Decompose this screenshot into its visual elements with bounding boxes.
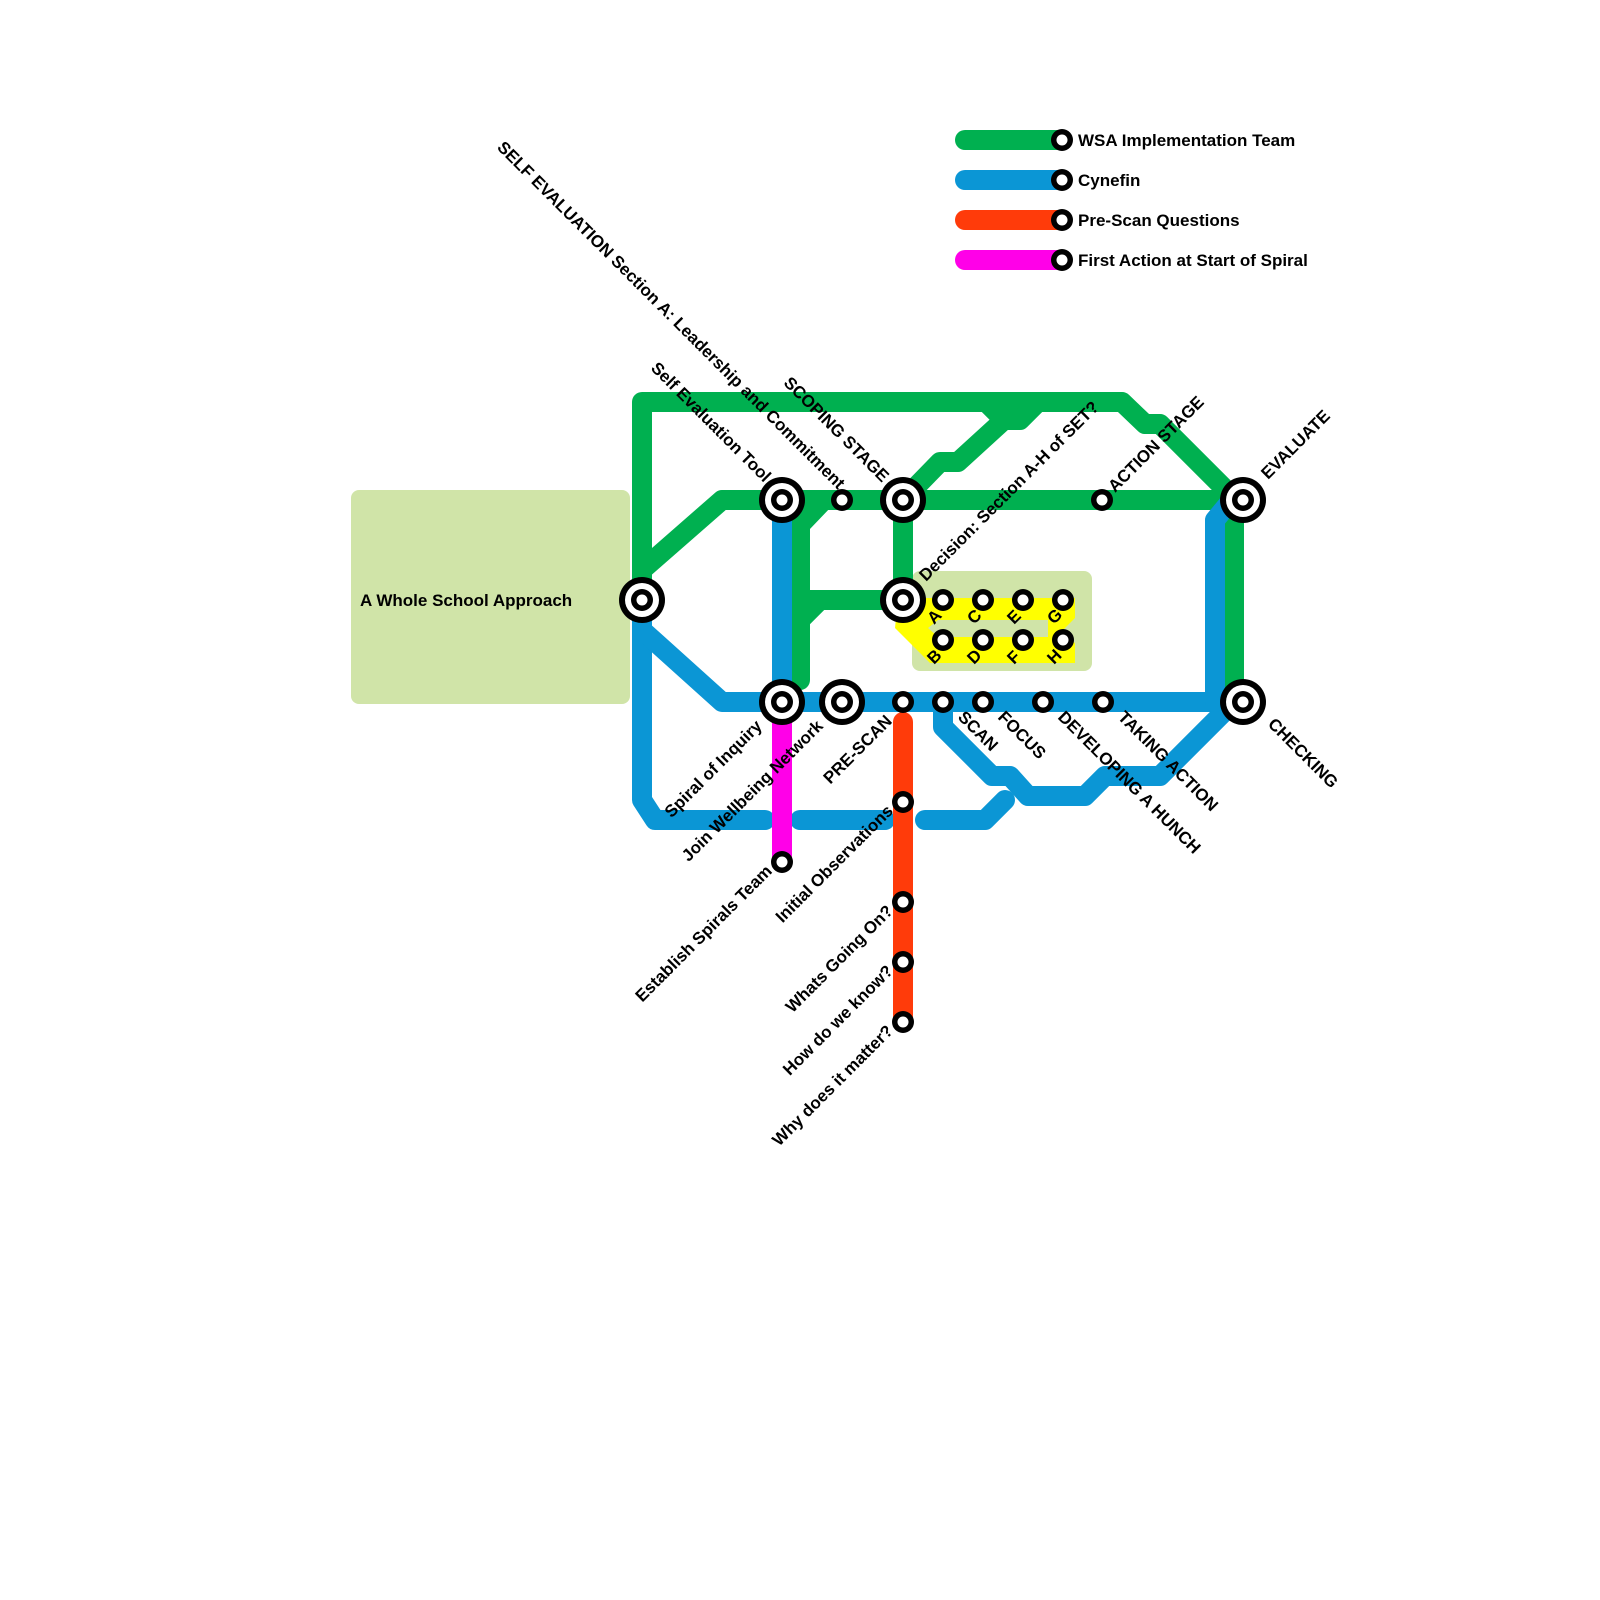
station-self-evaluation-section-a[interactable] (831, 489, 853, 511)
station-center (937, 594, 949, 606)
station-legend-first-action[interactable] (1051, 249, 1073, 271)
station-center (1017, 634, 1029, 646)
station-section-d[interactable] (972, 629, 994, 651)
interchange-scoping-stage[interactable] (880, 477, 926, 523)
station-center (1056, 174, 1068, 186)
station-center (1056, 134, 1068, 146)
station-scan[interactable] (932, 691, 954, 713)
station-center (897, 956, 909, 968)
label-prescan: PRE-SCAN (820, 711, 896, 787)
station-establish-spirals-team[interactable] (771, 851, 793, 873)
station-center (897, 696, 909, 708)
line-wsa (632, 392, 1244, 714)
station-legend-wsa[interactable] (1051, 129, 1073, 151)
legend (955, 130, 1072, 270)
station-center (977, 696, 989, 708)
station-why-does-it-matter[interactable] (892, 1011, 914, 1033)
station-section-c[interactable] (972, 589, 994, 611)
station-whats-going-on[interactable] (892, 891, 914, 913)
legend-label-prescan: Pre-Scan Questions (1078, 211, 1240, 230)
legend-label-cynefin: Cynefin (1078, 171, 1140, 190)
station-center (977, 594, 989, 606)
station-how-do-we-know[interactable] (892, 951, 914, 973)
station-section-e[interactable] (1012, 589, 1034, 611)
legend-label-wsa: WSA Implementation Team (1078, 131, 1295, 150)
station-developing-hunch[interactable] (1032, 691, 1054, 713)
label-how-do-we-know: How do we know? (779, 961, 897, 1079)
station-section-b[interactable] (932, 629, 954, 651)
interchange-center (776, 494, 788, 506)
label-establish-spirals-team: Establish Spirals Team (632, 861, 776, 1005)
interchange-center (636, 594, 648, 606)
station-legend-prescan[interactable] (1051, 209, 1073, 231)
station-center (897, 1016, 909, 1028)
station-center (1056, 214, 1068, 226)
label-focus: FOCUS (994, 707, 1050, 763)
label-evaluate: EVALUATE (1257, 406, 1333, 482)
station-center (776, 856, 788, 868)
interchange-spiral-of-inquiry[interactable] (759, 679, 805, 725)
interchange-center (836, 696, 848, 708)
interchange-join-wellbeing-network[interactable] (819, 679, 865, 725)
interchange-whole-school[interactable] (619, 577, 665, 623)
station-focus[interactable] (972, 691, 994, 713)
area-label-whole-school: A Whole School Approach (360, 591, 572, 610)
station-prescan[interactable] (892, 691, 914, 713)
interchange-center (1237, 696, 1249, 708)
label-self-evaluation-tool: Self Evaluation Tool (647, 358, 774, 485)
station-legend-cynefin[interactable] (1051, 169, 1073, 191)
station-action-stage[interactable] (1091, 489, 1113, 511)
label-whats-going-on: Whats Going On? (782, 901, 897, 1016)
station-center (1097, 696, 1109, 708)
interchange-decision[interactable] (880, 577, 926, 623)
label-self-evaluation-header: SELF EVALUATION Section A: Leadership an… (493, 138, 848, 493)
station-center (836, 494, 848, 506)
station-section-g[interactable] (1052, 589, 1074, 611)
legend-label-first-action: First Action at Start of Spiral (1078, 251, 1308, 270)
station-center (897, 796, 909, 808)
interchange-center (1237, 494, 1249, 506)
station-taking-action[interactable] (1092, 691, 1114, 713)
station-center (897, 896, 909, 908)
station-center (1057, 634, 1069, 646)
station-center (1057, 594, 1069, 606)
interchange-center (897, 594, 909, 606)
area-whole-school (351, 490, 630, 704)
station-center (977, 634, 989, 646)
station-section-f[interactable] (1012, 629, 1034, 651)
interchange-center (776, 696, 788, 708)
station-section-a[interactable] (932, 589, 954, 611)
station-center (937, 634, 949, 646)
station-center (937, 696, 949, 708)
label-why-does-it-matter: Why does it matter? (769, 1021, 897, 1149)
station-center (1056, 254, 1068, 266)
stations (619, 129, 1266, 1033)
label-checking: CHECKING (1264, 714, 1342, 792)
station-center (1037, 696, 1049, 708)
interchange-checking[interactable] (1220, 679, 1266, 725)
station-initial-observations[interactable] (892, 791, 914, 813)
station-section-h[interactable] (1052, 629, 1074, 651)
interchange-self-evaluation-tool[interactable] (759, 477, 805, 523)
station-center (1017, 594, 1029, 606)
station-center (1096, 494, 1108, 506)
interchange-center (897, 494, 909, 506)
interchange-evaluate[interactable] (1220, 477, 1266, 523)
